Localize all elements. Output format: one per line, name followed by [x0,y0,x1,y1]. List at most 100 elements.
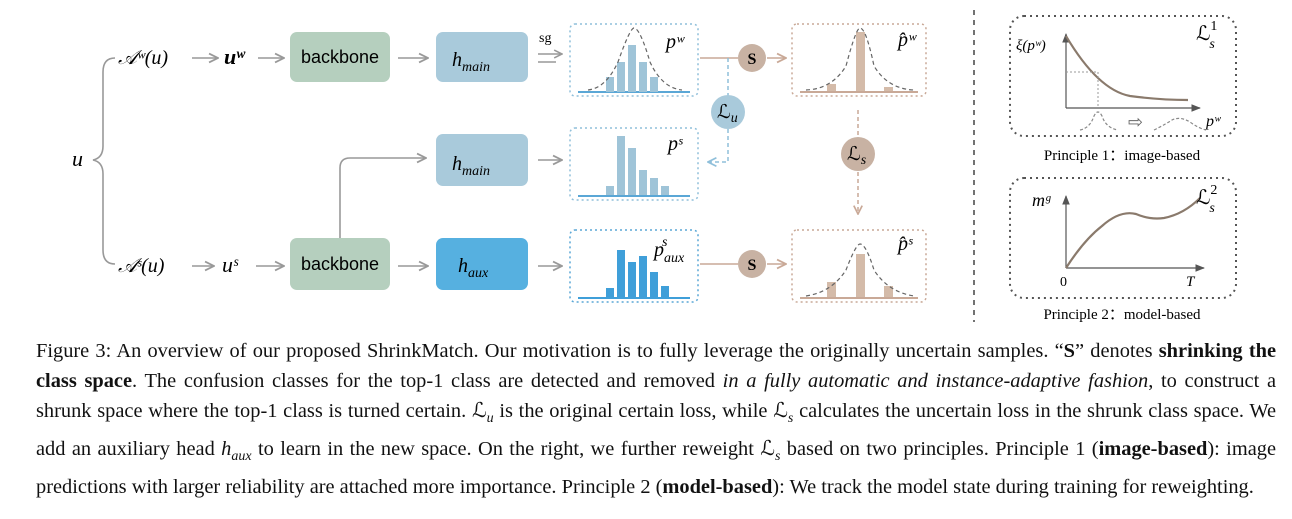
head-main-h: h [452,49,462,71]
shrinkmatch-figure: u 𝒜ʷ(u) uʷ backbone hmain sg pʷ S p̂ʷ ℒu [72,10,1237,323]
strong-aug-label: 𝒜ˢ(u) [118,255,165,277]
paux-sub: aux [664,251,685,266]
principle2-panel [1009,177,1237,299]
caption-bold-image: image-based [1098,438,1208,461]
pw-bars [606,45,658,92]
caption-bold-model: model-based [662,476,773,499]
svg-text:ℒ1s: ℒ1 s [1196,19,1217,52]
caption-haux-sub: aux [231,449,252,465]
principle1-loss: ℒ [1196,23,1210,45]
pw-label: pʷ [664,31,685,53]
weak-aug-label: 𝒜ʷ(u) [118,47,168,69]
input-brace [92,57,116,265]
caption-ls2: ℒ [760,438,775,461]
principle1-curve [1065,35,1189,102]
principle2-loss-sup: 2 [1210,183,1217,198]
phats-label: p̂ˢ [896,233,913,255]
paux-bars [606,250,669,298]
caption-text-6: to learn in the new space. On the right,… [251,438,761,461]
head-main-sub: main [462,60,490,75]
shrink-op-weak [738,44,766,72]
loss-s-sub: s [861,153,867,168]
shrink-op-weak-label: S [748,51,757,68]
weak-head-main [436,32,528,82]
loss-s-node [841,137,875,171]
loss-u-node [711,95,745,129]
caption-ls-sub: s [787,411,794,427]
principle1-caption: Principle 1：image-based [1044,148,1201,164]
principle2-ylabel: mᵍ [1032,190,1051,210]
caption-s-close: ” denotes [1075,340,1159,362]
input-u: u [72,146,83,171]
ps-bars [606,136,669,196]
phatw-dist-box [791,23,927,97]
principle2-loss: ℒ [1196,187,1210,209]
sg-label: sg [539,31,551,46]
strong-head-main [436,134,528,186]
svg-text:haux: haux [458,255,489,281]
phatw-bars [827,32,893,92]
principle2-xlabel: T [1186,274,1196,290]
weak-backbone [290,32,390,82]
principle2-curve [1065,197,1201,269]
principle1-xlabel: pʷ [1205,113,1221,130]
paux-dist-box [569,229,699,303]
weak-backbone-label: backbone [301,47,379,67]
caption-text-8: ): image predictions with larger reliabi… [36,438,1276,499]
caption-ls: ℒ [773,400,788,422]
caption-ls2-sub: s [774,449,781,465]
principle2-origin: 0 [1060,275,1067,290]
phats-bars [827,254,893,298]
caption-lead: Figure 3: An overview of our proposed Sh… [36,340,1064,362]
loss-u-symbol: ℒ [717,102,731,123]
caption-haux: h [221,438,232,461]
strong-view-label: uˢ [222,252,239,277]
strong-backbone-label: backbone [301,254,379,274]
caption-italic: in a fully automatic and instance-adapti… [722,370,1149,392]
strong-head-aux [436,238,528,290]
phatw-label: p̂ʷ [896,29,917,51]
ps-dist-box [569,127,699,201]
caption-lu: ℒ [471,400,487,422]
head-aux-h: h [458,255,468,277]
loss-s-symbol: ℒ [847,144,861,165]
pw-dist-box [569,23,699,97]
shrink-op-strong [738,250,766,278]
strong-backbone [290,238,390,290]
principle1-flat-dist [1153,117,1207,131]
principle1-peaked-dist [1079,111,1119,131]
principle1-panel [1009,15,1237,137]
ps-label: pˢ [666,133,683,155]
principle1-loss-sub: s [1209,37,1215,52]
phats-dist-box [791,229,927,303]
caption-bold-shrinking: shrinking the class space [36,340,1276,392]
caption-text-2: . The confusion classes for the top-1 cl… [132,370,723,392]
principle2-caption: Principle 2：model-based [1043,307,1201,323]
principle1-ylabel: ξ(pʷ) [1016,38,1046,54]
paux-p: p [652,239,664,261]
caption-text-3: , to construct a shrunk space where the … [36,370,1277,422]
shrink-op-strong-label: S [748,257,757,274]
svg-text:ℒs: ℒs [847,144,867,168]
caption-text-9: ): We track the model state during train… [772,476,1254,499]
head-aux-sub: aux [468,266,489,281]
paux-sup: s [662,235,668,250]
svg-text:ℒ2s: ℒ2 s [1196,183,1217,216]
caption-text-7: based on two principles. Principle 1 ( [780,438,1099,461]
head-main-h-2: h [452,153,462,175]
principle2-loss-sub: s [1209,201,1215,216]
caption-lu-sub: u [486,411,494,427]
weak-view-label: uʷ [224,44,246,69]
caption-text-4: is the original certain loss, while [493,400,774,422]
caption-s-bold: S [1063,340,1076,362]
principle1-transition-arrow: ⇨ [1128,112,1143,133]
svg-text:hmain: hmain [452,49,490,75]
loss-u-sub: u [731,111,738,126]
caption-text-5: calculates the uncertain loss in the shr… [36,400,1277,461]
svg-text:hmain: hmain [452,153,490,179]
svg-text:ℒu: ℒu [717,102,738,126]
figure-caption: Figure 3: An overview of our proposed Sh… [36,336,1276,502]
head-main-sub-2: main [462,164,490,179]
principle1-loss-sup: 1 [1210,19,1217,34]
